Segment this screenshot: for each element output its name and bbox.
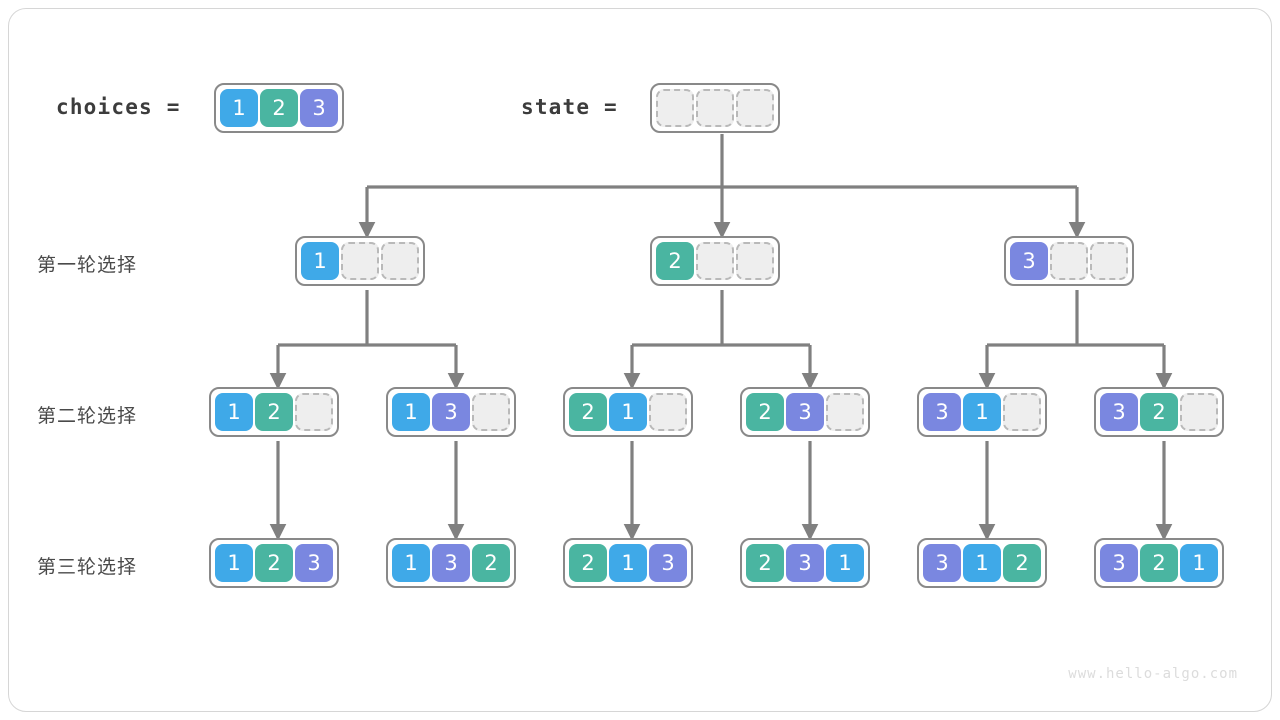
array-cell-empty bbox=[1003, 393, 1041, 431]
array-cell-value-2: 2 bbox=[569, 544, 607, 582]
array-cell-value-1: 1 bbox=[963, 544, 1001, 582]
array-cell-empty bbox=[656, 89, 694, 127]
array-cell-value-1: 1 bbox=[215, 544, 253, 582]
row-label-round-1: 第一轮选择 bbox=[37, 254, 138, 276]
array-cell-value-3: 3 bbox=[1100, 393, 1138, 431]
array-cell-empty bbox=[696, 89, 734, 127]
array-cell-value-1: 1 bbox=[609, 544, 647, 582]
array-cell-value-2: 2 bbox=[746, 393, 784, 431]
array-cell-value-3: 3 bbox=[786, 544, 824, 582]
choices-label: choices = bbox=[56, 95, 181, 119]
watermark: www.hello-algo.com bbox=[1068, 666, 1238, 682]
array-cell-value-1: 1 bbox=[826, 544, 864, 582]
array-cell-value-2: 2 bbox=[1003, 544, 1041, 582]
array-cell-empty bbox=[696, 242, 734, 280]
state-array-round-1-3: 3 bbox=[1004, 236, 1134, 286]
array-cell-value-1: 1 bbox=[392, 393, 430, 431]
array-cell-value-3: 3 bbox=[432, 544, 470, 582]
state-label: state = bbox=[521, 95, 618, 119]
array-cell-value-1: 1 bbox=[215, 393, 253, 431]
row-label-round-2: 第二轮选择 bbox=[37, 405, 138, 427]
array-cell-value-1: 1 bbox=[301, 242, 339, 280]
array-cell-value-2: 2 bbox=[1140, 544, 1178, 582]
row-label-round-3: 第三轮选择 bbox=[37, 556, 138, 578]
array-cell-value-2: 2 bbox=[1140, 393, 1178, 431]
array-cell-value-2: 2 bbox=[656, 242, 694, 280]
array-cell-value-2: 2 bbox=[746, 544, 784, 582]
array-cell-value-1: 1 bbox=[609, 393, 647, 431]
array-cell-value-3: 3 bbox=[1010, 242, 1048, 280]
array-cell-value-2: 2 bbox=[569, 393, 607, 431]
array-cell-empty bbox=[826, 393, 864, 431]
array-cell-empty bbox=[736, 242, 774, 280]
array-cell-value-3: 3 bbox=[300, 89, 338, 127]
array-cell-value-3: 3 bbox=[923, 544, 961, 582]
array-cell-empty bbox=[1050, 242, 1088, 280]
array-cell-value-3: 3 bbox=[786, 393, 824, 431]
array-cell-value-1: 1 bbox=[220, 89, 258, 127]
array-cell-empty bbox=[295, 393, 333, 431]
state-array bbox=[650, 83, 780, 133]
array-cell-empty bbox=[381, 242, 419, 280]
array-cell-empty bbox=[472, 393, 510, 431]
array-cell-value-1: 1 bbox=[1180, 544, 1218, 582]
array-cell-value-2: 2 bbox=[472, 544, 510, 582]
array-cell-value-3: 3 bbox=[432, 393, 470, 431]
array-cell-value-2: 2 bbox=[260, 89, 298, 127]
array-cell-value-3: 3 bbox=[923, 393, 961, 431]
array-cell-value-2: 2 bbox=[255, 544, 293, 582]
array-cell-empty bbox=[341, 242, 379, 280]
state-array-round-1-1: 1 bbox=[295, 236, 425, 286]
array-cell-value-3: 3 bbox=[295, 544, 333, 582]
array-cell-value-1: 1 bbox=[392, 544, 430, 582]
array-cell-empty bbox=[649, 393, 687, 431]
array-cell-empty bbox=[1090, 242, 1128, 280]
array-cell-value-3: 3 bbox=[1100, 544, 1138, 582]
array-cell-empty bbox=[1180, 393, 1218, 431]
array-cell-value-2: 2 bbox=[255, 393, 293, 431]
state-array-round-1-2: 2 bbox=[650, 236, 780, 286]
array-cell-value-1: 1 bbox=[963, 393, 1001, 431]
array-cell-empty bbox=[736, 89, 774, 127]
array-cell-value-3: 3 bbox=[649, 544, 687, 582]
